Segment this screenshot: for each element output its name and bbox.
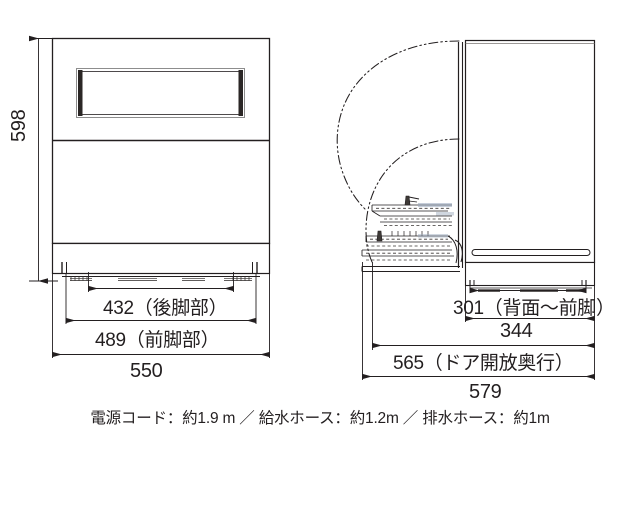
dimension-label-579-overall-depth: 579	[469, 381, 502, 403]
dimension-label-432-rear-leg: 432（後脚部）	[103, 298, 228, 319]
dimension-579	[362, 262, 595, 380]
dimension-label-598: 598	[8, 109, 30, 142]
side-view-racks	[361, 195, 454, 261]
dimension-label-489-front-leg: 489（前脚部）	[95, 330, 220, 351]
side-view-outline	[457, 39, 596, 292]
dimension-label-344-body-depth: 344	[500, 320, 533, 342]
dimension-432	[88, 272, 234, 292]
dimension-565	[372, 262, 595, 350]
dimension-550	[52, 243, 270, 358]
dimension-label-565-door-open-depth: 565（ドア開放奥行）	[393, 353, 574, 374]
dimension-label-301-back-to-front-leg: 301（背面～前脚）	[453, 298, 615, 319]
dimension-301	[469, 285, 587, 294]
front-view-outline	[51, 37, 271, 275]
dimension-489	[65, 274, 257, 324]
dimension-344	[465, 262, 595, 322]
dimension-label-550-width: 550	[130, 360, 163, 382]
door-swing-arcs	[336, 40, 460, 263]
hose-and-cord-caption: 電源コード：約1.9 m ／ 給水ホース：約1.2m ／ 排水ホース：約1m	[90, 410, 550, 427]
side-view-open-door	[361, 235, 463, 272]
dimension-598	[29, 35, 58, 284]
